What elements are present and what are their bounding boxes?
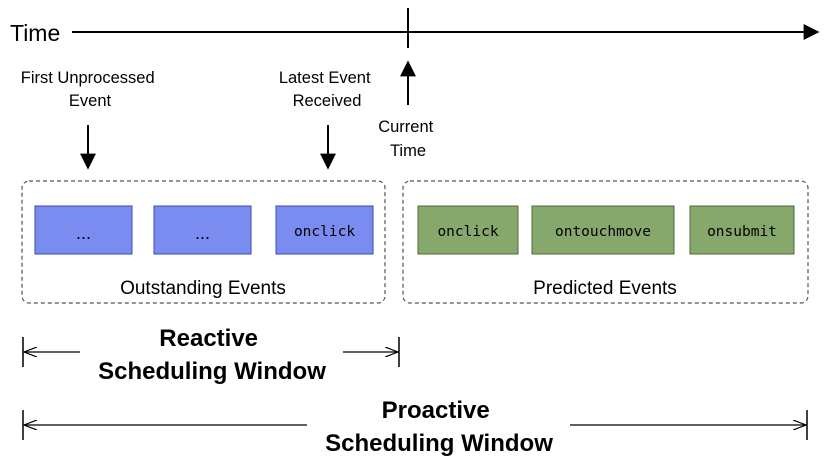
first-unprocessed-line-2: Event <box>69 92 112 110</box>
predicted-event-2-box <box>689 205 795 255</box>
latest-received-line-1: Latest Event <box>279 69 371 87</box>
proactive-window-line-1: Proactive <box>382 397 490 424</box>
predicted-event-0-box <box>417 205 519 255</box>
outstanding-event-1-label: ... <box>195 223 210 243</box>
latest-received-line-2: Received <box>293 92 362 110</box>
timeline-label: Time <box>10 20 60 46</box>
outstanding-event-1-box <box>153 205 252 255</box>
predicted-event-1-box <box>531 205 675 255</box>
first-unprocessed-line-1: First Unprocessed <box>21 69 155 87</box>
reactive-window-line-2: Scheduling Window <box>98 358 326 385</box>
predicted-events-caption: Predicted Events <box>533 278 677 299</box>
predicted-events-group <box>402 180 809 304</box>
current-time-line-2: Time <box>390 142 426 160</box>
outstanding-event-2: onclick <box>275 205 374 255</box>
predicted-event-2-label: onsubmit <box>707 224 777 240</box>
predicted-event-2: onsubmit <box>689 205 795 255</box>
outstanding-events-group <box>21 180 386 304</box>
first-unprocessed-label: First Unprocessed Event <box>21 69 159 110</box>
predicted-event-1: ontouchmove <box>531 205 675 255</box>
current-time-line-1: Current <box>378 118 433 136</box>
predicted-event-1-label: ontouchmove <box>555 224 651 240</box>
predicted-event-0-label: onclick <box>437 224 498 240</box>
outstanding-event-0-label: ... <box>76 223 91 243</box>
outstanding-event-1: ... <box>153 205 252 255</box>
proactive-window-line-2: Scheduling Window <box>325 430 553 457</box>
latest-received-label: Latest Event Received <box>279 69 375 110</box>
reactive-window-line-1: Reactive <box>159 325 258 352</box>
predicted-event-0: onclick <box>417 205 519 255</box>
outstanding-events-caption: Outstanding Events <box>120 278 286 299</box>
outstanding-event-2-label: onclick <box>294 224 355 240</box>
reactive-window-label: Reactive Scheduling Window <box>98 325 326 385</box>
outstanding-event-2-box <box>275 205 374 255</box>
proactive-window-label: Proactive Scheduling Window <box>325 397 553 457</box>
outstanding-event-0-box <box>34 205 133 255</box>
outstanding-event-0: ... <box>34 205 133 255</box>
current-time-label: Current Time <box>378 118 438 160</box>
